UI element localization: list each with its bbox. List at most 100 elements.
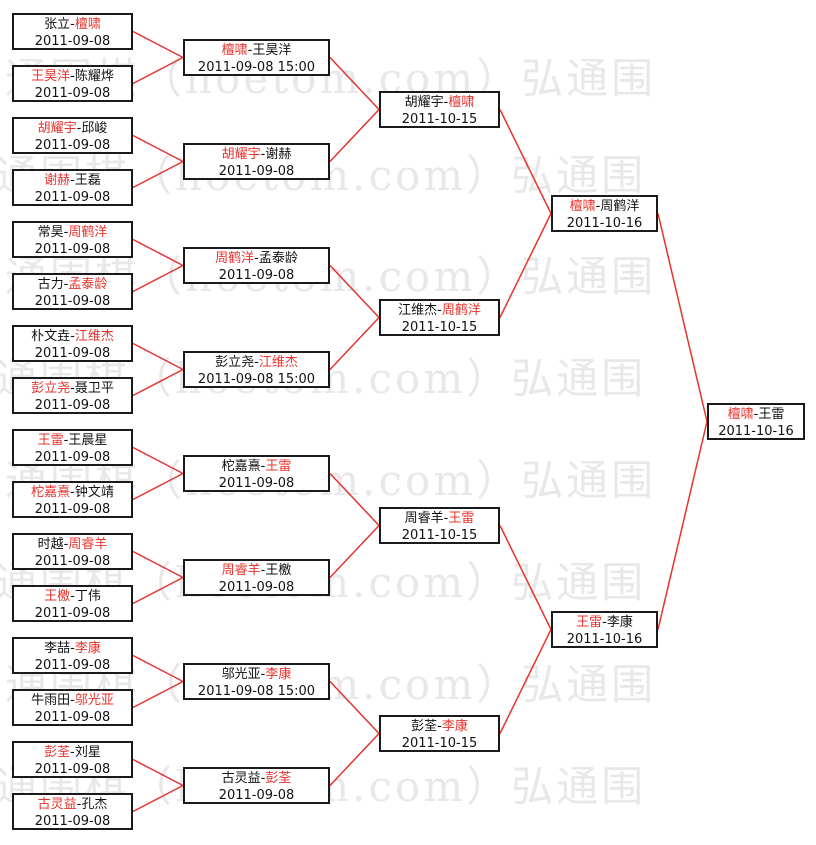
player-separator: -	[70, 17, 75, 32]
match-date: 2011-09-08	[218, 268, 295, 283]
match-date: 2011-09-08	[34, 502, 111, 517]
player-separator: -	[70, 173, 75, 188]
bracket-connector-line	[132, 342, 184, 371]
player-name: 古力	[37, 277, 64, 292]
player-name: 王雷	[576, 615, 603, 630]
player-name: 柁嘉熹	[221, 459, 261, 474]
bracket-connector-line	[329, 264, 380, 319]
player-name: 王雷	[758, 407, 785, 422]
player-name: 周鹤洋	[68, 225, 108, 240]
player-name: 孔杰	[81, 797, 108, 812]
player-name: 丁伟	[74, 589, 101, 604]
bracket-connector-line	[329, 732, 380, 787]
player-separator: -	[70, 589, 75, 604]
bracket-connector-line	[132, 264, 184, 293]
match-date: 2011-09-08	[34, 658, 111, 673]
match-players: 柁嘉熹-王雷	[185, 458, 328, 475]
player-name: 王檄	[265, 563, 292, 578]
player-name: 檀啸	[569, 199, 596, 214]
match-date: 2011-09-08	[34, 762, 111, 777]
player-name: 邬光亚	[221, 667, 261, 682]
player-name: 彭荃	[265, 771, 292, 786]
match-date: 2011-09-08	[218, 580, 295, 595]
player-name: 檀啸	[727, 407, 754, 422]
bracket-connector-line	[329, 680, 380, 735]
match-players: 檀啸-王昊洋	[185, 42, 328, 59]
player-separator: -	[753, 407, 759, 422]
player-name: 时越	[37, 537, 64, 552]
match-players: 牛雨田-邬光亚	[14, 692, 131, 709]
player-separator: -	[260, 771, 266, 786]
match-date: 2011-10-15	[401, 320, 478, 335]
player-name: 王雷	[37, 433, 64, 448]
player-separator: -	[63, 537, 69, 552]
player-name: 王檄	[44, 589, 71, 604]
match-players: 古灵益-孔杰	[14, 796, 131, 813]
player-separator: -	[247, 43, 253, 58]
player-name: 孟泰龄	[68, 277, 108, 292]
bracket-connector-line	[329, 472, 380, 527]
player-name: 周睿羊	[68, 537, 108, 552]
match-date: 2011-09-08	[34, 814, 111, 829]
match-date: 2011-10-16	[566, 632, 643, 647]
bracket-connector-line	[132, 56, 184, 85]
player-name: 周睿羊	[221, 563, 261, 578]
player-name: 胡耀宇	[404, 95, 444, 110]
match-date: 2011-09-08	[218, 164, 295, 179]
player-separator: -	[437, 303, 442, 318]
player-name: 古灵益	[221, 771, 261, 786]
match-players: 张立-檀啸	[14, 16, 131, 33]
player-name: 孟泰龄	[258, 251, 298, 266]
bracket-connector-line	[132, 134, 184, 163]
match-players: 王雷-王晨星	[14, 432, 131, 449]
match-players: 胡耀宇-邱峻	[14, 120, 131, 137]
bracket-connector-line	[132, 758, 184, 787]
match-date: 2011-09-08	[34, 34, 111, 49]
match-players: 朴文垚-江维杰	[14, 328, 131, 345]
player-name: 邱峻	[81, 121, 108, 136]
player-name: 檀啸	[448, 95, 475, 110]
player-name: 胡耀宇	[221, 147, 261, 162]
match-players: 彭立尧-聂卫平	[14, 380, 131, 397]
match-players: 常昊-周鹤洋	[14, 224, 131, 241]
match-date: 2011-09-08	[34, 242, 111, 257]
player-name: 彭荃	[411, 719, 438, 734]
match-players: 李喆-李康	[14, 640, 131, 657]
player-name: 古灵益	[37, 797, 77, 812]
player-separator: -	[63, 225, 69, 240]
player-name: 周鹤洋	[600, 199, 640, 214]
match-date: 2011-10-15	[401, 736, 478, 751]
player-name: 彭立尧	[31, 381, 71, 396]
bracket-connector-line	[657, 213, 708, 422]
player-separator: -	[260, 667, 266, 682]
player-name: 周鹤洋	[441, 303, 481, 318]
player-separator: -	[260, 563, 266, 578]
match-players: 谢赫-王磊	[14, 172, 131, 189]
player-name: 谢赫	[265, 147, 292, 162]
bracket-connector-line	[499, 109, 552, 214]
player-name: 江维杰	[74, 329, 114, 344]
bracket-connector-line	[499, 213, 552, 318]
player-name: 柁嘉熹	[31, 485, 71, 500]
bracket-connector-line	[329, 316, 380, 371]
player-name: 王晨星	[68, 433, 108, 448]
player-name: 邬光亚	[74, 693, 114, 708]
player-separator: -	[443, 95, 449, 110]
player-name: 张立	[44, 17, 71, 32]
player-separator: -	[595, 199, 601, 214]
match-date: 2011-09-08 15:00	[197, 60, 316, 75]
match-date: 2011-09-08	[34, 606, 111, 621]
bracket-connector-line	[132, 680, 184, 709]
